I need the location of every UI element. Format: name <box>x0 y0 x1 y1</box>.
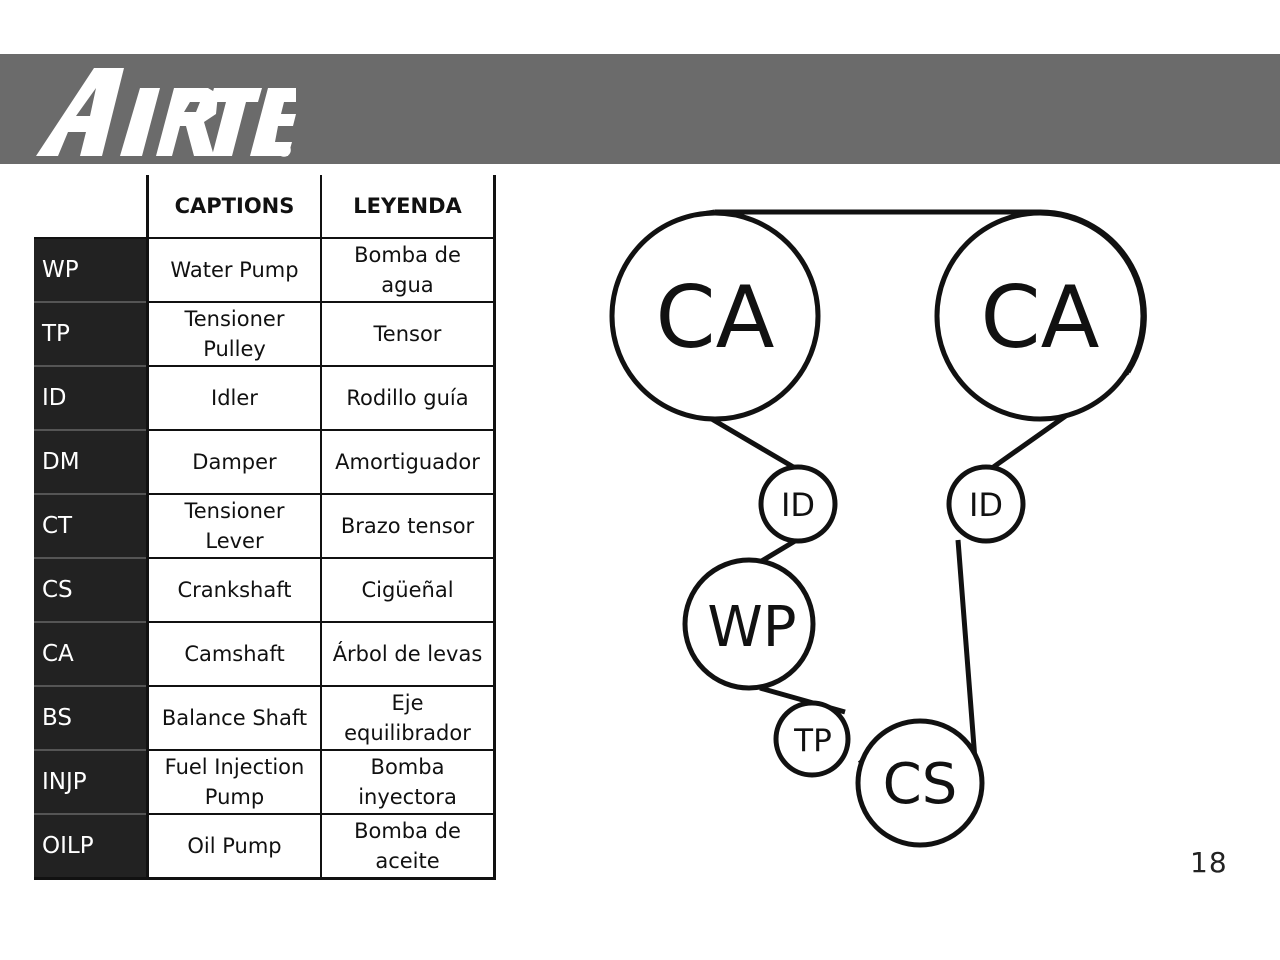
row-leyenda: Bomba inyectora <box>320 749 496 815</box>
row-code: CS <box>34 558 148 623</box>
airtex-logo-graphic <box>36 68 296 157</box>
airtex-logo <box>36 64 296 160</box>
row-leyenda: Rodillo guía <box>320 365 496 431</box>
row-caption: Idler <box>146 365 322 431</box>
row-code: OILP <box>34 814 148 880</box>
row-caption: Damper <box>146 429 322 495</box>
row-leyenda: Eje equilibrador <box>320 685 496 751</box>
water-pump-pulley <box>682 557 816 691</box>
row-code: TP <box>34 302 148 367</box>
row-caption: Balance Shaft <box>146 685 322 751</box>
row-leyenda: Árbol de levas <box>320 621 496 687</box>
row-leyenda: Cigüeñal <box>320 557 496 623</box>
row-caption: Camshaft <box>146 621 322 687</box>
row-caption: Tensioner Pulley <box>146 301 322 367</box>
table-row: CT Tensioner Lever Brazo tensor <box>34 493 496 559</box>
table-row: CA Camshaft Árbol de levas <box>34 621 496 687</box>
camshaft-left-pulley <box>609 210 821 422</box>
row-leyenda: Amortiguador <box>320 429 496 495</box>
table-row: DM Damper Amortiguador <box>34 429 496 495</box>
idler-right-pulley <box>946 464 1026 544</box>
pulley-label-tensioner: TP <box>793 723 832 759</box>
row-code: BS <box>34 686 148 751</box>
pulley-label-cam-left: CA <box>656 268 775 368</box>
row-code: INJP <box>34 750 148 815</box>
table-row: INJP Fuel Injection Pump Bomba inyectora <box>34 749 496 815</box>
pulley-label-crankshaft: CS <box>883 752 958 817</box>
row-caption: Crankshaft <box>146 557 322 623</box>
row-leyenda: Bomba de aceite <box>320 813 496 880</box>
pulley-label-cam-right: CA <box>981 268 1100 368</box>
row-leyenda: Brazo tensor <box>320 493 496 559</box>
table-row: ID Idler Rodillo guía <box>34 365 496 431</box>
page-number: 18 <box>1190 846 1228 879</box>
row-code: WP <box>34 238 148 303</box>
table-row: TP Tensioner Pulley Tensor <box>34 301 496 367</box>
row-leyenda: Tensor <box>320 301 496 367</box>
row-caption: Fuel Injection Pump <box>146 749 322 815</box>
camshaft-right-pulley <box>934 210 1146 422</box>
pulley-label-water-pump: WP <box>707 595 796 660</box>
row-leyenda: Bomba de agua <box>320 237 496 303</box>
table-row: CS Crankshaft Cigüeñal <box>34 557 496 623</box>
row-code: CA <box>34 622 148 687</box>
table-row: BS Balance Shaft Eje equilibrador <box>34 685 496 751</box>
row-code: CT <box>34 494 148 559</box>
pulley-label-idler-right: ID <box>969 486 1003 524</box>
row-caption: Oil Pump <box>146 813 322 880</box>
row-code: ID <box>34 366 148 431</box>
tensioner-pulley <box>773 700 851 778</box>
legend-table: CAPTIONS LEYENDA WP Water Pump Bomba de … <box>34 175 496 880</box>
row-caption: Water Pump <box>146 237 322 303</box>
table-row: OILP Oil Pump Bomba de aceite <box>34 813 496 880</box>
row-caption: Tensioner Lever <box>146 493 322 559</box>
pulley-label-idler-left: ID <box>781 486 815 524</box>
legend-header-blank <box>34 175 148 239</box>
idler-left-pulley <box>758 464 838 544</box>
row-code: DM <box>34 430 148 495</box>
crankshaft-pulley <box>855 718 985 848</box>
header-leyenda: LEYENDA <box>320 175 496 239</box>
header-captions: CAPTIONS <box>146 175 322 239</box>
table-row: WP Water Pump Bomba de agua <box>34 237 496 303</box>
legend-header-row: CAPTIONS LEYENDA <box>34 175 496 239</box>
